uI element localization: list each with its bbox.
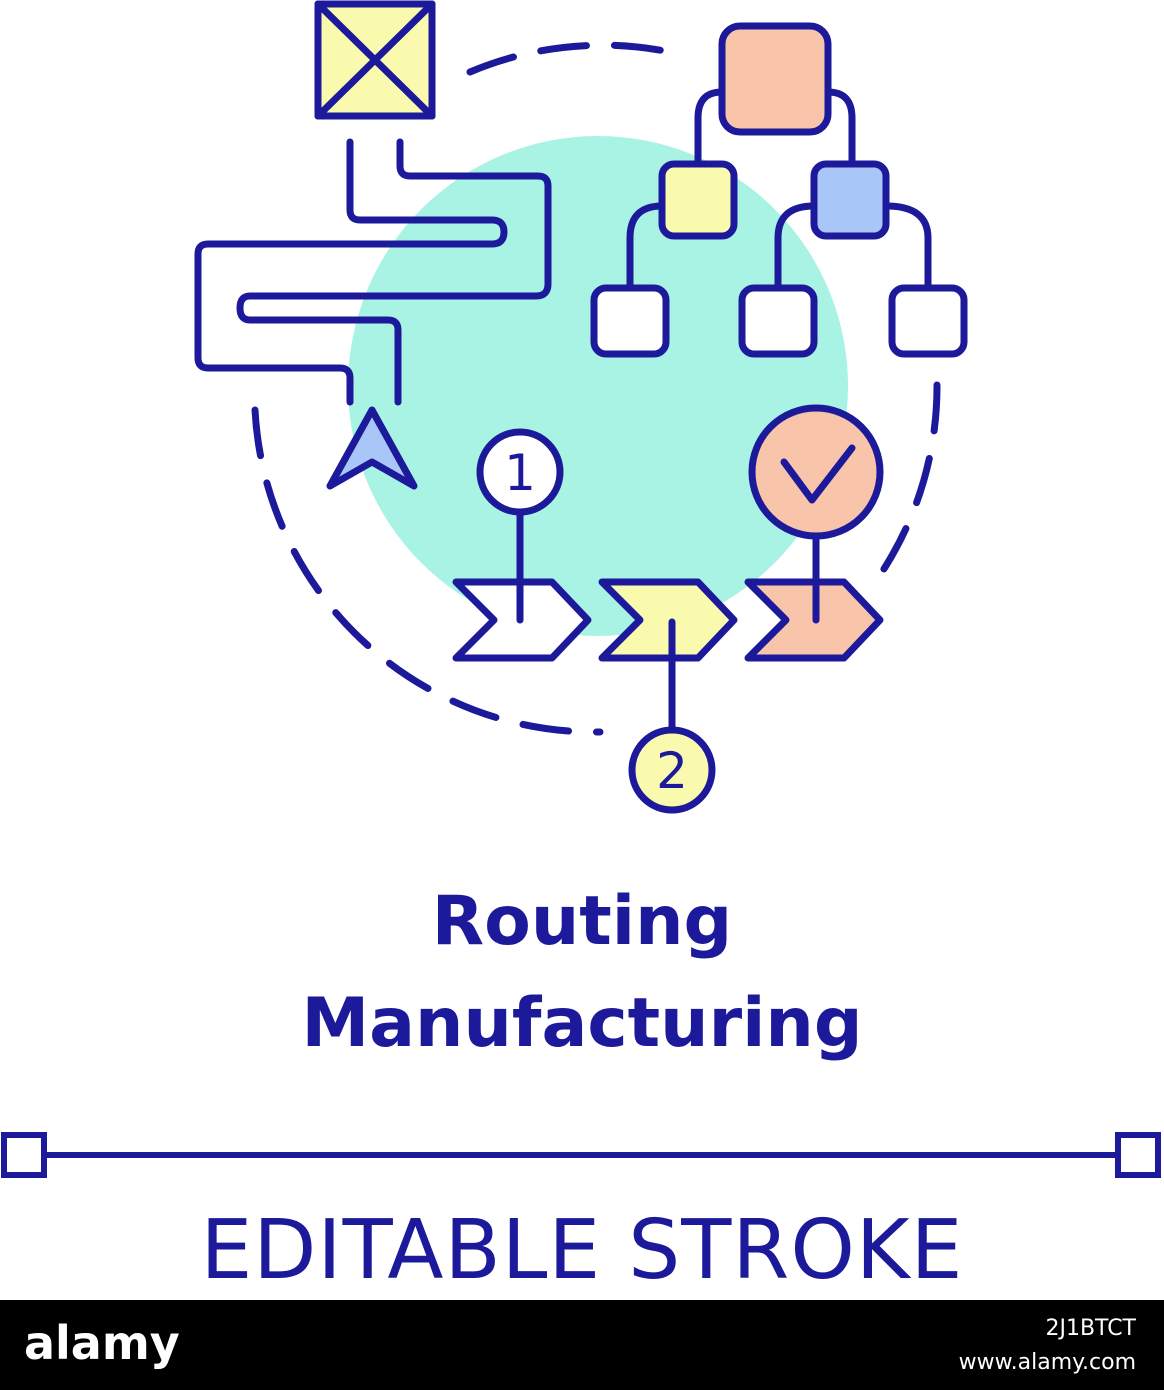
image-id-text: 2J1BTCT xyxy=(1045,1316,1136,1341)
editable-stroke-bar xyxy=(1,1132,1161,1178)
editable-stroke-label: EDITABLE STROKE xyxy=(200,1203,964,1298)
watermark-footer xyxy=(0,1300,1164,1390)
chevron-step-2 xyxy=(598,578,738,662)
hierarchy-tree-icon xyxy=(590,22,968,358)
navigation-arrow-icon xyxy=(326,406,418,490)
dashed-circle xyxy=(251,41,941,736)
crossed-box-icon xyxy=(314,0,436,120)
brand-logo: alamy xyxy=(24,1316,180,1370)
stroke-handle-right xyxy=(1115,1132,1161,1178)
stroke-handle-left xyxy=(1,1132,47,1178)
page-title-line-2: Manufacturing xyxy=(301,984,863,1063)
site-url-text: www.alamy.com xyxy=(958,1350,1136,1375)
step-two-pin-icon xyxy=(628,618,716,814)
page-title-line-1: Routing xyxy=(431,882,733,961)
routing-manufacturing-illustration: 1 2 xyxy=(194,0,968,814)
background-circle xyxy=(348,136,848,636)
winding-path-icon xyxy=(194,138,552,406)
step-one-number: 1 xyxy=(504,444,536,502)
step-two-number: 2 xyxy=(656,742,688,800)
check-pin-icon xyxy=(748,404,884,624)
step-one-pin-icon xyxy=(476,428,564,624)
